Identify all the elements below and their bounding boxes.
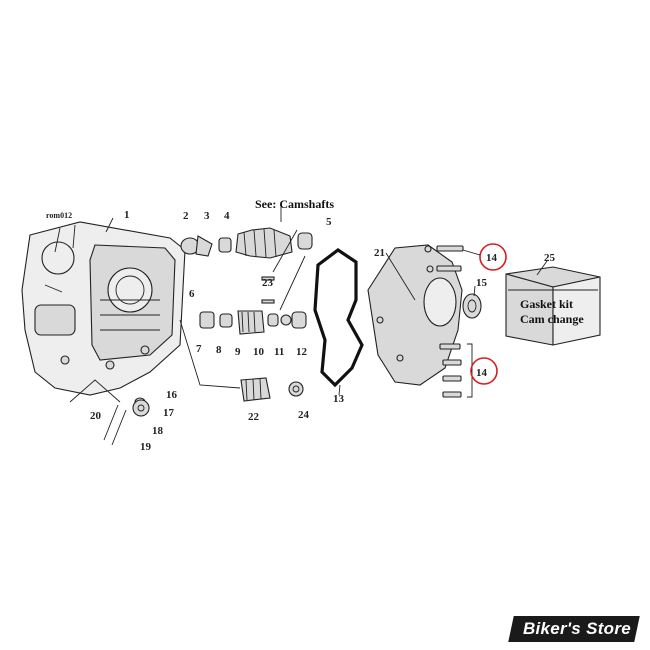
highlight-ring-upper [479,243,507,271]
callout-9: 9 [235,346,241,358]
callout-14-lower: 14 [476,367,488,379]
reference-label: rom012 [46,211,72,220]
callout-8: 8 [216,344,222,356]
callout-20: 20 [90,410,102,422]
callout-14-upper: 14 [486,252,498,264]
callout-25: 25 [544,252,556,264]
cam-cover-gasket [313,248,364,388]
callout-labels: rom012 See: Camshafts 1 2 3 4 5 6 7 8 9 … [46,197,584,453]
callout-15: 15 [476,277,488,289]
cam-parts [103,227,313,446]
callout-1: 1 [124,209,130,221]
callout-7: 7 [196,343,202,355]
callout-2: 2 [183,210,189,222]
brand-logo: Biker's Store [522,619,632,638]
callout-10: 10 [253,346,265,358]
cover-screws [424,245,473,398]
callout-3: 3 [204,210,210,222]
callout-6: 6 [189,288,195,300]
callout-22: 22 [248,411,260,423]
callout-5: 5 [326,216,332,228]
callout-16: 16 [166,389,178,401]
gasket-kit-label-line1: Gasket kit [520,297,573,311]
callout-21: 21 [374,247,385,259]
callout-13: 13 [333,393,345,405]
callout-24: 24 [298,409,310,421]
crankcase-illustration [21,221,186,403]
leader-lines [105,206,548,396]
callout-19: 19 [140,441,152,453]
callout-4: 4 [224,210,230,222]
camshafts-reference-label: See: Camshafts [255,197,334,211]
gasket-kit-label-line2: Cam change [520,312,584,326]
gasket-kit-box [505,266,601,346]
callout-17: 17 [163,407,175,419]
callout-18: 18 [152,425,164,437]
callout-23: 23 [262,277,274,289]
cam-cover [367,244,482,386]
callout-11: 11 [274,346,284,358]
callout-12: 12 [296,346,308,358]
